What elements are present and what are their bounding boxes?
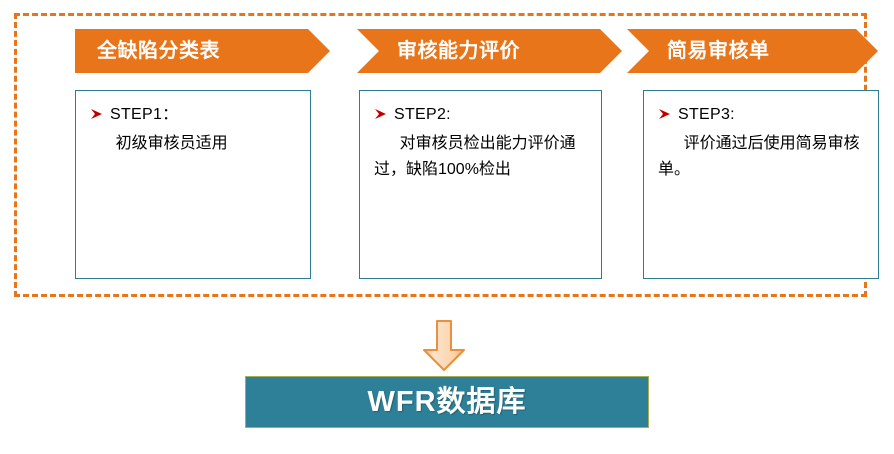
step-title: STEP3: [678,106,735,123]
step-heading: STEP2: [374,105,591,125]
step-heading: STEP1： [90,105,300,125]
step-banner-label: 全缺陷分类表 [97,40,220,62]
arrow-bullet-icon [91,109,102,119]
database-bar[interactable]: WFR数据库 [245,376,649,428]
step-heading: STEP3: [658,105,868,125]
step-box-1[interactable]: STEP1： 初级审核员适用 [75,90,311,279]
step-box-2[interactable]: STEP2: 对审核员检出能力评价通过，缺陷100%检出 [359,90,602,279]
step-description: 初级审核员适用 [115,135,228,152]
step-banner-3[interactable]: 简易审核单 [627,29,878,73]
step-banner-label: 审核能力评价 [397,40,520,62]
step-title: STEP1： [110,106,179,123]
step-banner-1[interactable]: 全缺陷分类表 [75,29,330,73]
arrow-bullet-icon [375,109,386,119]
step-box-3[interactable]: STEP3: 评价通过后使用简易审核单。 [643,90,879,279]
step-description: 评价通过后使用简易审核单。 [658,135,860,178]
step-banner-2[interactable]: 审核能力评价 [357,29,622,73]
database-label: WFR数据库 [367,385,527,418]
step-banner-label: 简易审核单 [667,40,770,62]
down-arrow-icon [423,320,465,371]
step-description: 对审核员检出能力评价通过，缺陷100%检出 [374,135,576,178]
step-title: STEP2: [394,106,451,123]
arrow-bullet-icon [659,109,670,119]
